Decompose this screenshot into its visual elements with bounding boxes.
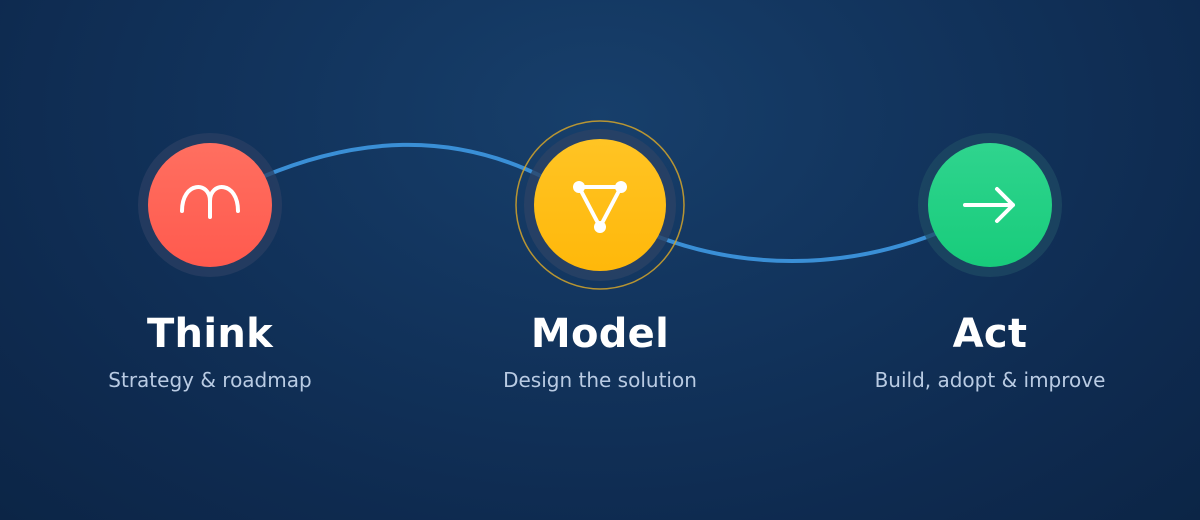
triangle-nodes-icon [573,181,627,233]
act-subtitle: Build, adopt & improve [874,368,1106,392]
model-node-circle [534,139,666,271]
model-node [515,120,685,290]
think-subtitle: Strategy & roadmap [108,368,312,392]
model-subtitle: Design the solution [503,368,697,392]
act-node [918,133,1062,277]
model-title: Model [530,311,670,357]
think-title: Think [146,311,274,357]
connector-think-model [260,142,547,180]
connector-model-act [654,230,942,263]
act-title: Act [952,311,1028,357]
think-node [138,133,282,277]
arrow-right-icon [963,187,1015,223]
model-node-outer-ring [515,120,685,290]
arch-icon [180,185,240,219]
